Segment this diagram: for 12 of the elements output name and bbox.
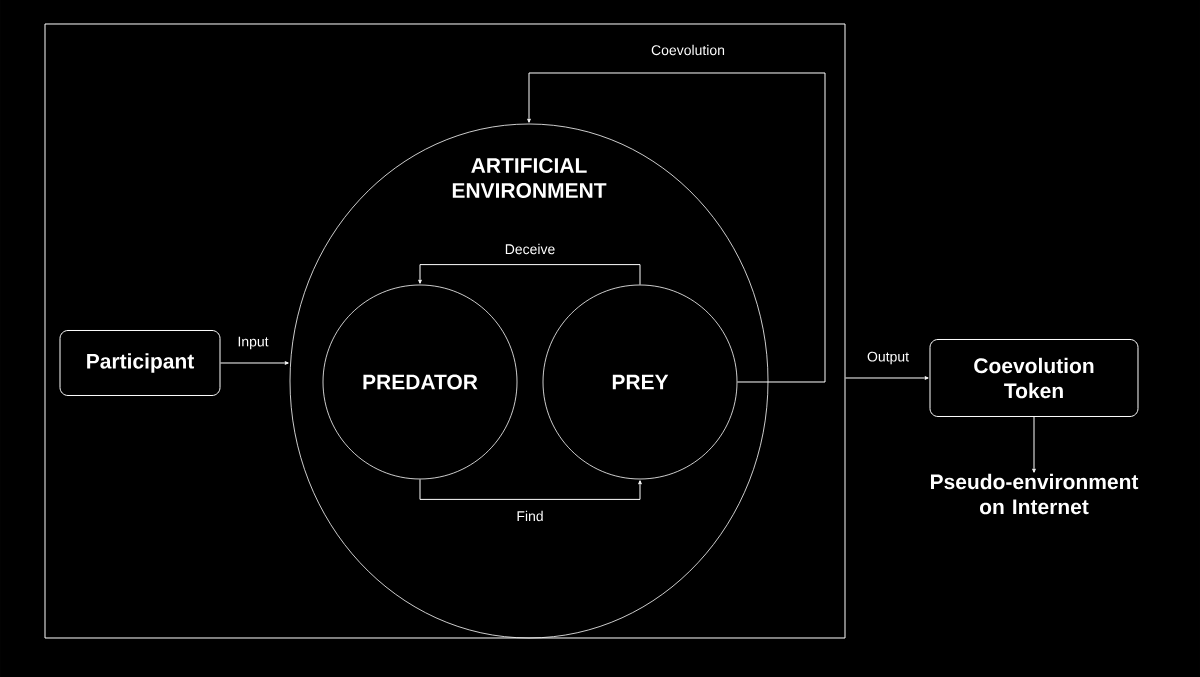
bold-text: Pseudo-environment on Internet <box>931 473 1139 515</box>
arrow <box>220 361 289 365</box>
arrow <box>419 478 642 500</box>
frame-box <box>44 23 846 639</box>
circle-node: PREDATOR <box>322 284 518 480</box>
rounded-box: Participant <box>59 330 221 396</box>
arrow <box>1032 416 1036 473</box>
rounded-box: Coevolution Token <box>929 339 1139 417</box>
arrow <box>418 264 641 286</box>
circle-node: PREY <box>542 284 738 480</box>
arrow <box>845 376 929 380</box>
arrow <box>527 72 826 383</box>
